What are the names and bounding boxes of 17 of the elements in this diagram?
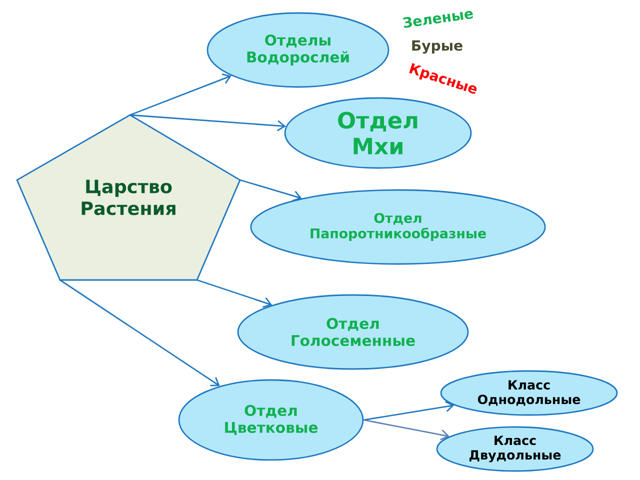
ellipse-node: Отдел Мхи: [284, 97, 472, 169]
arrow: [196, 279, 272, 308]
arrow: [240, 179, 302, 202]
arrow: [364, 419, 450, 440]
label-text: Зеленые: [403, 10, 473, 28]
ellipse-node: Отделы Водорослей: [206, 12, 390, 88]
arrow: [130, 114, 286, 132]
arrow: [130, 73, 232, 116]
pentagon-node: Царство Растения: [16, 114, 241, 281]
label-text: Бурые: [412, 40, 462, 54]
ellipse-node: Отдел Цветковые: [178, 379, 364, 461]
ellipse-node: Класс Двудольные: [436, 426, 594, 472]
ellipse-node: Отдел Папоротникообразные: [250, 189, 546, 265]
ellipse-node: Класс Однодольные: [440, 370, 618, 416]
ellipse-node: Отдел Голосеменные: [237, 294, 469, 370]
arrow: [60, 279, 220, 386]
arrow: [364, 401, 454, 421]
